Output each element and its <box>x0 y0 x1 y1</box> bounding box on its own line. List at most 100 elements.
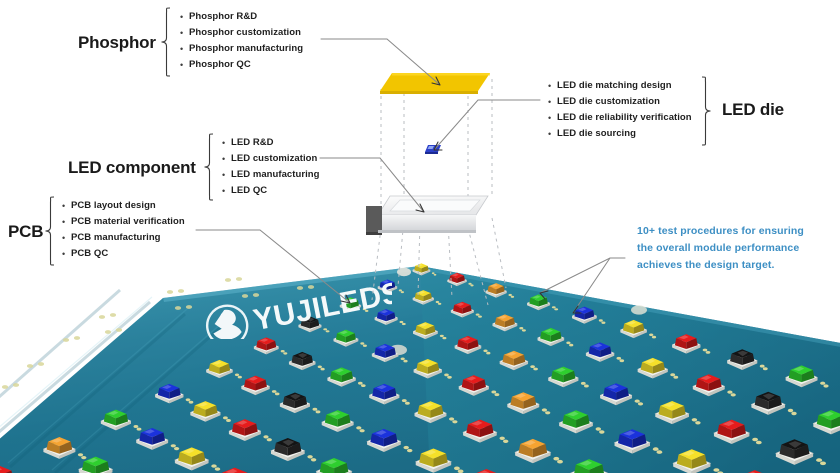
led-base-side <box>345 339 359 347</box>
led-base-side <box>100 421 116 431</box>
led-highlight <box>417 290 426 294</box>
led-chip <box>282 439 295 446</box>
list-item-label: Phosphor manufacturing <box>189 43 304 54</box>
led-highlight <box>197 402 208 407</box>
led-base-side <box>537 337 551 347</box>
led-emitter <box>48 437 71 447</box>
led-highlight <box>626 320 636 325</box>
led-base-side <box>463 432 480 443</box>
solder-pad <box>478 315 482 318</box>
solder-pad <box>541 408 547 412</box>
led-base-side <box>412 270 422 276</box>
led-highlight <box>543 328 553 333</box>
solder-pad <box>398 289 402 292</box>
solder-pad <box>403 445 409 450</box>
led-base-side <box>614 442 633 454</box>
solder-pad <box>762 367 768 371</box>
solder-pad <box>619 359 625 363</box>
led-base-side <box>447 280 458 287</box>
solder-pad <box>752 437 758 442</box>
bullet-icon: • <box>548 97 552 107</box>
led-emitter-side <box>603 387 617 401</box>
bullet-icon: • <box>62 233 66 243</box>
solder-pad <box>491 390 497 394</box>
led-base-side <box>255 386 270 396</box>
led-base-side <box>458 386 474 396</box>
led-die-chip-icon <box>425 145 441 154</box>
list-item-label: PCB QC <box>71 248 109 259</box>
led-base-side <box>279 403 295 414</box>
led-emitter-side <box>540 331 551 342</box>
solder-pad <box>320 367 325 371</box>
brace-pcb-icon <box>45 196 55 266</box>
solder-pad <box>310 458 317 462</box>
bullet-icon: • <box>62 249 66 259</box>
led-base-side <box>600 353 615 362</box>
led-highlight <box>821 411 834 417</box>
list-item-label: Phosphor QC <box>189 59 251 70</box>
list-item: • LED die matching design <box>548 80 692 92</box>
led-base-side <box>244 431 261 441</box>
led-base-side <box>672 413 689 425</box>
led-base-side <box>253 346 267 355</box>
led-base-side <box>206 369 220 379</box>
led-base-side <box>499 361 514 371</box>
led-highlight <box>212 360 222 365</box>
led-emitter-side <box>550 331 562 342</box>
led-package <box>654 401 701 425</box>
led-base-side <box>369 395 385 405</box>
led-highlight <box>51 438 62 443</box>
list-item: • LED manufacturing <box>222 169 319 181</box>
led-package <box>0 466 12 473</box>
bullet-icon: • <box>180 44 184 54</box>
led-highlight <box>382 280 390 283</box>
led-highlight <box>422 402 434 407</box>
led-emitter <box>488 283 504 290</box>
led-highlight <box>376 384 387 390</box>
led-emitter <box>564 410 588 420</box>
list-item: • Phosphor customization <box>180 27 303 39</box>
led-emitter <box>420 448 447 459</box>
led-highlight <box>682 450 695 456</box>
solder-pad <box>580 381 586 385</box>
led-emitter-side <box>461 379 474 391</box>
led-package <box>371 343 408 363</box>
list-item: • PCB layout design <box>62 200 185 212</box>
led-highlight <box>248 376 258 381</box>
led-highlight <box>515 393 526 398</box>
led-base-side <box>43 449 60 459</box>
led-emitter-side <box>139 432 153 445</box>
led-emitter-side <box>208 363 220 374</box>
solder-pad <box>401 322 406 326</box>
solder-pad <box>454 466 460 471</box>
led-emitter-side <box>504 317 515 328</box>
led-chip <box>297 353 308 359</box>
led-base-side <box>430 413 447 424</box>
led-emitter <box>467 419 492 430</box>
solder-pad <box>361 384 366 387</box>
led-emitter-side <box>731 424 746 439</box>
list-item: • PCB manufacturing <box>62 232 185 244</box>
led-base-side <box>727 360 743 370</box>
led-emitter <box>331 367 352 376</box>
led-emitter-side <box>676 454 692 469</box>
list-item-label: LED die reliability verification <box>557 112 692 123</box>
group-title-pcb: PCB <box>8 222 44 241</box>
brace-led-die-icon <box>701 76 711 146</box>
led-emitter <box>642 357 664 367</box>
led-chip <box>788 441 802 448</box>
led-emitter-side <box>287 442 302 456</box>
led-emitter-side <box>244 423 258 436</box>
led-emitter-side <box>219 363 231 374</box>
led-highlight <box>567 411 579 417</box>
led-emitter-side <box>562 415 577 428</box>
led-emitter-side <box>801 369 815 383</box>
led-emitter-side <box>563 370 576 383</box>
led-emitter-side <box>386 312 396 322</box>
led-emitter <box>416 322 435 330</box>
led-emitter <box>375 343 395 352</box>
solder-pad <box>651 335 657 339</box>
led-emitter-side <box>59 441 73 454</box>
led-emitter-side <box>466 424 480 438</box>
